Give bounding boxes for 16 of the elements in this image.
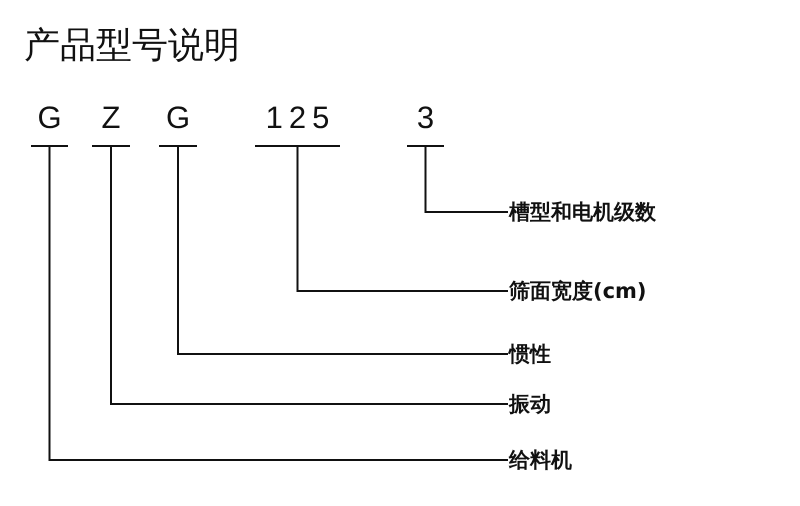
leader-line xyxy=(296,147,508,292)
leader-line xyxy=(110,147,508,405)
model-code-segment: G xyxy=(31,100,68,147)
model-code-segment: Z xyxy=(92,100,130,147)
title: 产品型号说明 xyxy=(24,24,240,68)
segment-description: 惯性 xyxy=(509,340,551,368)
model-code-segment: 3 xyxy=(407,100,444,147)
segment-description: 振动 xyxy=(509,390,551,418)
segment-description: 筛面宽度(cm) xyxy=(509,277,647,305)
leader-line xyxy=(424,147,508,213)
model-code-segment: G xyxy=(159,100,197,147)
leader-line xyxy=(177,147,508,355)
leader-line xyxy=(48,147,508,461)
segment-description: 槽型和电机级数 xyxy=(509,198,656,226)
segment-description: 给料机 xyxy=(509,446,572,474)
model-code-segment: 125 xyxy=(255,100,340,147)
